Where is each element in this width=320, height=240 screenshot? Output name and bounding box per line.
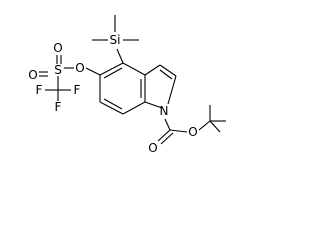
bond-o-tbu bbox=[198, 120, 211, 131]
bond-c5-o bbox=[85, 67, 101, 76]
atom-f-right-label: F bbox=[74, 83, 81, 97]
atom-f-left-label: F bbox=[36, 83, 43, 97]
bond-c2-n bbox=[167, 75, 177, 105]
bond-c4-c3a bbox=[122, 62, 146, 76]
atom-n-label: N bbox=[160, 104, 169, 118]
atom-o-boc-label: O bbox=[188, 125, 197, 139]
atom-o-ester-label: O bbox=[75, 61, 84, 75]
atom-o-s-bottom-label: O bbox=[28, 68, 37, 82]
bond-c3-c2 bbox=[159, 64, 177, 77]
bond-n-c7a bbox=[144, 101, 163, 109]
bond-c3-c2-inner bbox=[159, 69, 173, 80]
chemical-structure: Si O S O O F F F N O O bbox=[28, 15, 226, 155]
bond-c7a-c7 bbox=[122, 101, 146, 115]
bond-c6-c7-inner bbox=[103, 98, 123, 110]
bond-lines bbox=[39, 15, 226, 145]
atom-si-label: Si bbox=[110, 33, 121, 47]
bond-carbonyl-double-b bbox=[160, 132, 174, 145]
atom-o-s-top-label: O bbox=[53, 41, 62, 55]
bond-c4-c5-inner bbox=[103, 67, 123, 79]
atom-labels: Si O S O O F F F N O O bbox=[28, 33, 197, 155]
bond-carbonyl-c-o bbox=[169, 129, 188, 133]
bond-carbonyl-double-a bbox=[157, 129, 171, 142]
atom-f-bottom-label: F bbox=[55, 100, 62, 114]
bond-c3a-c3 bbox=[144, 64, 161, 76]
bond-c7-c6 bbox=[99, 101, 124, 115]
bond-n-carbonyl-c bbox=[164, 118, 171, 131]
bond-c5-c4 bbox=[99, 62, 124, 76]
atom-o-carbonyl-label: O bbox=[148, 141, 157, 155]
bond-tbu-methyl-bottom bbox=[209, 120, 221, 133]
atom-s-label: S bbox=[54, 63, 62, 77]
bond-si-c4 bbox=[116, 48, 124, 64]
